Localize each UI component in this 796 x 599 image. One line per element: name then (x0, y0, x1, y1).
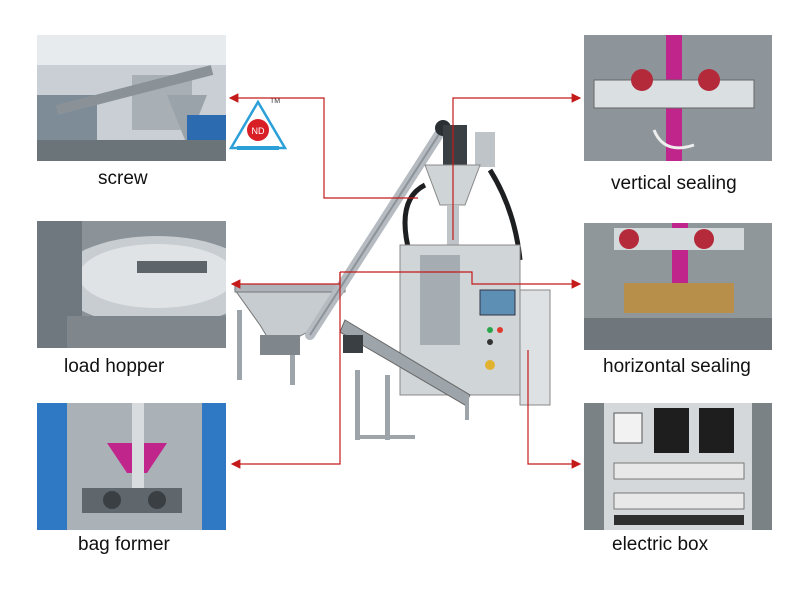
packaging-machine-illustration (225, 110, 585, 450)
load-hopper-label: load hopper (64, 356, 165, 377)
horizontal-sealing-photo (584, 223, 772, 350)
electric-box-label: electric box (612, 534, 709, 555)
load-hopper-photo (37, 221, 226, 348)
screw-label: screw (98, 168, 148, 189)
vertical-sealing-label: vertical sealing (611, 173, 737, 194)
bag-former-photo (37, 403, 226, 530)
electric-box-photo (584, 403, 772, 530)
screw-photo (37, 35, 226, 161)
bag-former-label: bag former (78, 534, 170, 555)
trademark-mark: TM (270, 98, 281, 105)
vertical-sealing-photo (584, 35, 772, 161)
horizontal-sealing-label: horizontal sealing (603, 356, 751, 377)
